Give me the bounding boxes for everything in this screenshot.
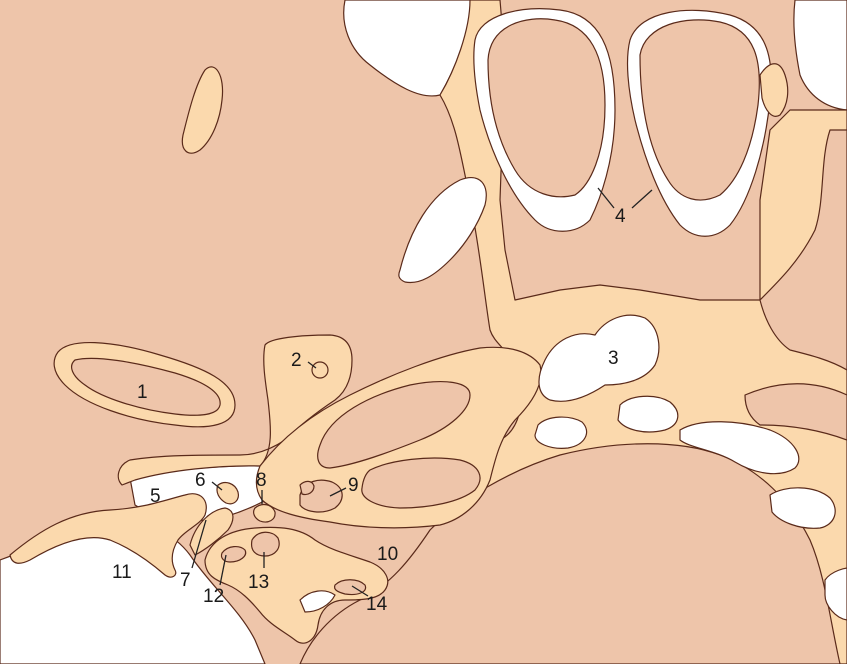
label-9: 9: [348, 475, 359, 496]
structure-8: [254, 505, 275, 522]
label-8: 8: [256, 470, 267, 491]
label-5: 5: [150, 486, 161, 507]
label-11: 11: [112, 562, 132, 583]
label-14: 14: [366, 594, 388, 615]
circle-2: [312, 362, 328, 378]
air-oval-a: [618, 396, 678, 432]
label-10: 10: [377, 544, 398, 565]
label-7: 7: [180, 570, 191, 591]
label-4: 4: [615, 206, 626, 227]
air-oval-b: [535, 417, 587, 448]
label-12: 12: [203, 586, 224, 607]
label-13: 13: [248, 572, 269, 593]
label-1: 1: [137, 382, 148, 403]
label-2: 2: [291, 350, 302, 371]
structure-13: [252, 532, 280, 556]
label-3: 3: [608, 348, 619, 369]
label-6: 6: [195, 470, 206, 491]
